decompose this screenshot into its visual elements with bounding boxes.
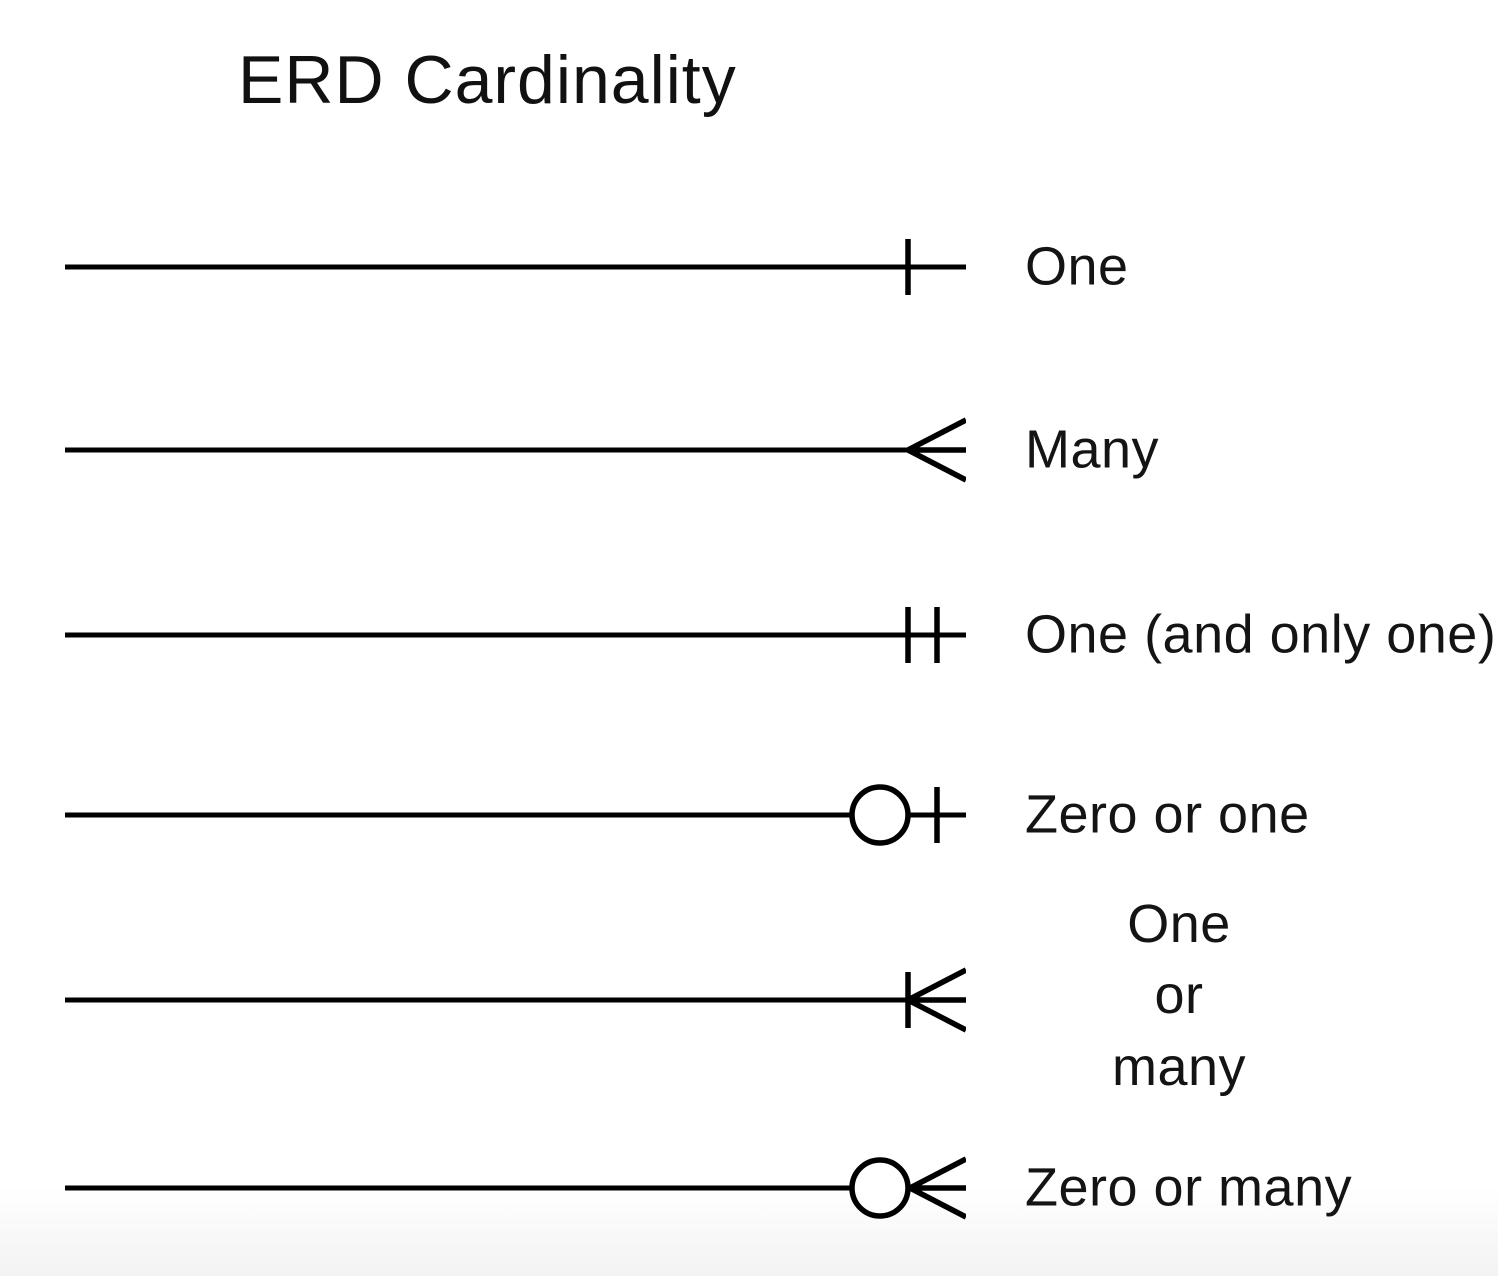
row-label: One (and only one) xyxy=(1025,604,1497,665)
double-tick-icon xyxy=(65,607,966,663)
cardinality-row-zero-or-many xyxy=(65,1128,966,1248)
one-tick-icon xyxy=(65,239,966,295)
row-label: One xyxy=(1025,236,1129,297)
row-label: Many xyxy=(1025,419,1160,480)
row-label: One or many xyxy=(1111,894,1247,1097)
row-label: Zero or many xyxy=(1025,1157,1353,1218)
cardinality-row-zero-or-one xyxy=(65,755,966,875)
cardinality-row-one-and-only-one xyxy=(65,575,966,695)
cardinality-row-one-or-many xyxy=(65,940,966,1060)
tick-crow-foot-icon xyxy=(65,967,966,1033)
circle-tick-icon xyxy=(65,784,966,846)
row-label: Zero or one xyxy=(1025,784,1310,845)
cardinality-row-one xyxy=(65,207,966,327)
cardinality-row-many xyxy=(65,390,966,510)
circle-crow-foot-icon xyxy=(65,1156,966,1220)
diagram-title: ERD Cardinality xyxy=(238,42,737,118)
many-crow-foot-icon xyxy=(65,417,966,483)
